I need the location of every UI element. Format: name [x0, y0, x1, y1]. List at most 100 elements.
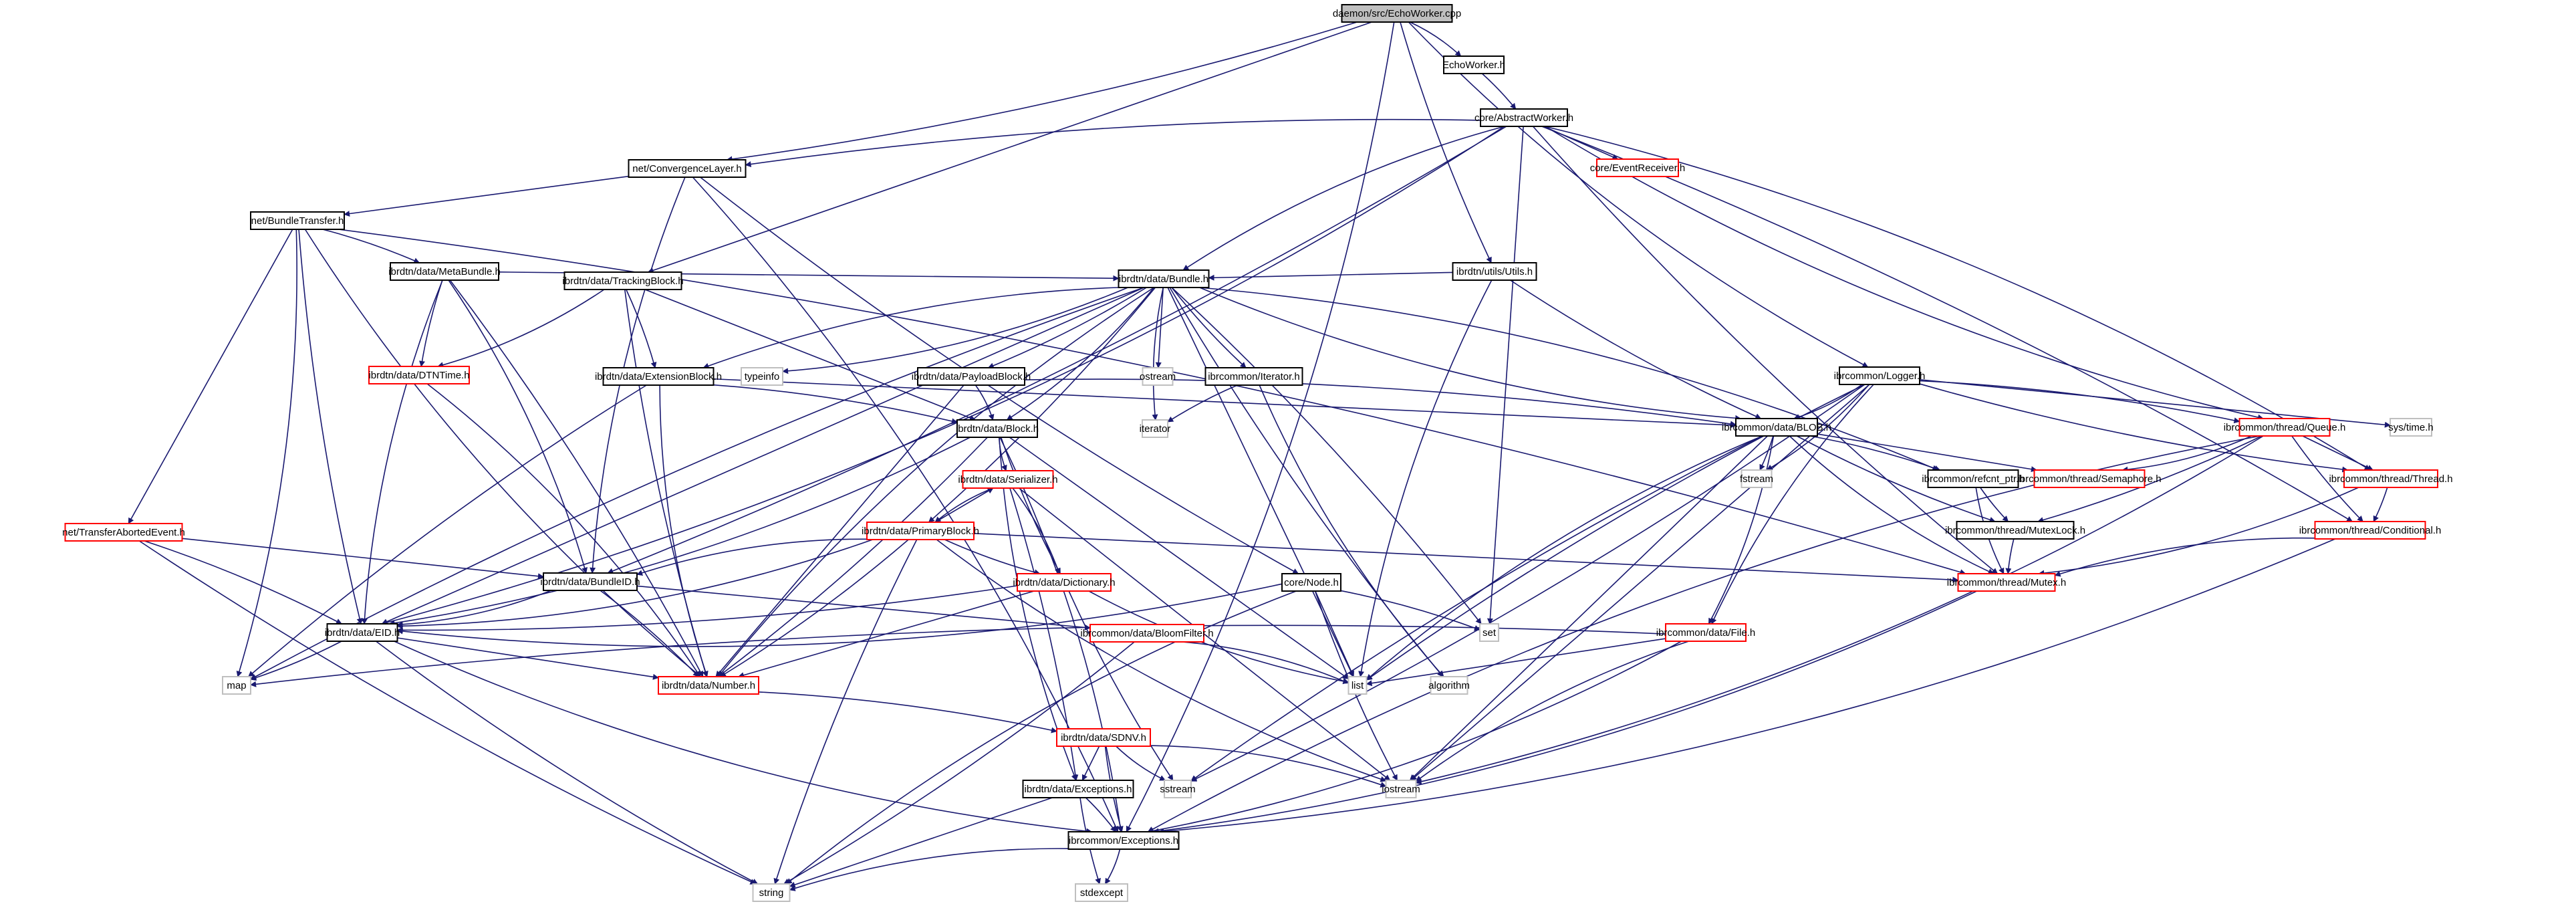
edge-node-to-list: [1315, 590, 1354, 677]
node-label: ibrdtn/data/PayloadBlock.h: [912, 371, 1031, 382]
edge-dictionary-to-sstream: [1068, 590, 1174, 781]
node-box: [956, 419, 1038, 438]
node-bundle[interactable]: ibrdtn/data/Bundle.h: [1118, 269, 1210, 288]
edge-logger-to-blob: [1793, 384, 1863, 420]
node-bloomfilter[interactable]: ibrcommon/data/BloomFilter.h: [1080, 624, 1214, 643]
node-iterator-h[interactable]: ibrcommon/Iterator.h: [1204, 367, 1303, 386]
node-algorithm[interactable]: algorithm: [1428, 676, 1470, 695]
edge-node-to-eid: [396, 583, 1283, 647]
node-file[interactable]: ibrcommon/data/File.h: [1656, 623, 1755, 642]
node-eventreceiver[interactable]: core/EventReceiver.h: [1590, 158, 1686, 177]
node-box: [1596, 158, 1679, 177]
node-echoworker-h[interactable]: EchoWorker.h: [1442, 55, 1505, 74]
node-label: ibrdtn/data/TrackingBlock.h: [562, 275, 683, 287]
node-label: ibrdtn/data/Bundle.h: [1119, 273, 1208, 285]
node-list[interactable]: list: [1347, 676, 1368, 695]
node-map[interactable]: map: [222, 676, 251, 695]
node-blob[interactable]: ibrcommon/data/BLOB.h: [1722, 418, 1831, 437]
node-label: net/ConvergenceLayer.h: [632, 163, 741, 175]
edge-dtntime-to-number: [426, 383, 701, 677]
node-serializer[interactable]: ibrdtn/data/Serializer.h: [958, 470, 1058, 489]
edge-eid-to-string: [375, 641, 759, 885]
node-box: [1164, 780, 1192, 798]
node-label: ibrcommon/thread/Conditional.h: [2299, 525, 2442, 536]
edge-blob-to-semaphore: [1817, 433, 2037, 473]
edge-blob-to-refcnt: [1809, 435, 1941, 471]
node-box: [2314, 521, 2426, 540]
node-dtnexceptions[interactable]: ibrdtn/data/Exceptions.h: [1022, 780, 1134, 798]
node-iostream[interactable]: iostream: [1382, 780, 1420, 798]
node-mutex[interactable]: ibrcommon/thread/Mutex.h: [1947, 573, 2066, 592]
edge-dtnexceptions-to-commonexceptions: [1085, 797, 1117, 832]
node-box: [1480, 108, 1568, 127]
edge-extensionblock-to-blob: [713, 378, 1736, 429]
node-refcnt[interactable]: ibrcommon/refcnt_ptr.h: [1922, 469, 2025, 488]
node-queue[interactable]: ibrcommon/thread/Queue.h: [2224, 418, 2346, 437]
node-label: ibrdtn/data/PrimaryBlock.h: [862, 526, 979, 537]
edge-commonexceptions-to-stdexcept: [1104, 848, 1121, 885]
edge-bundle-to-block: [1006, 287, 1155, 421]
node-conditional[interactable]: ibrcommon/thread/Conditional.h: [2299, 521, 2442, 540]
node-extensionblock[interactable]: ibrdtn/data/ExtensionBlock.h: [595, 367, 722, 386]
node-box: [1347, 676, 1368, 695]
node-logger[interactable]: ibrcommon/Logger.h: [1834, 366, 1926, 385]
node-typeinfo[interactable]: typeinfo: [741, 367, 783, 386]
node-box: [2033, 469, 2146, 488]
node-block[interactable]: ibrdtn/data/Block.h: [956, 419, 1039, 438]
node-thread[interactable]: ibrcommon/thread/Thread.h: [2329, 469, 2453, 488]
node-root[interactable]: daemon/src/EchoWorker.cpp: [1333, 4, 1461, 23]
node-number[interactable]: ibrdtn/data/Number.h: [658, 676, 759, 695]
node-label: sys/time.h: [2388, 422, 2434, 433]
node-commonexceptions[interactable]: ibrcommon/Exceptions.h: [1067, 831, 1180, 850]
node-stdexcept[interactable]: stdexcept: [1075, 883, 1128, 902]
edge-root-to-utils: [1400, 21, 1492, 263]
edge-metabundle-to-bundleid: [448, 279, 588, 574]
node-bundletransfer[interactable]: net/BundleTransfer.h: [250, 211, 345, 230]
node-label: typeinfo: [745, 371, 780, 382]
node-mutexlock[interactable]: ibrcommon/thread/MutexLock.h: [1945, 521, 2085, 540]
node-primaryblock[interactable]: ibrdtn/data/PrimaryBlock.h: [862, 522, 979, 540]
node-box: [1022, 780, 1134, 798]
node-utils[interactable]: ibrdtn/utils/Utils.h: [1452, 262, 1537, 281]
node-dtntime[interactable]: ibrdtn/data/DTNTime.h: [368, 366, 470, 384]
node-iterator[interactable]: iterator: [1140, 419, 1171, 438]
node-payloadblock[interactable]: ibrdtn/data/PayloadBlock.h: [912, 367, 1031, 386]
node-label: ibrdtn/data/Serializer.h: [958, 474, 1057, 485]
node-fstream[interactable]: fstream: [1740, 469, 1773, 488]
node-set[interactable]: set: [1479, 623, 1499, 642]
edge-blob-to-fstream: [1759, 435, 1774, 471]
edge-block-to-list: [1009, 437, 1349, 680]
node-label: ibrdtn/data/MetaBundle.h: [388, 266, 501, 277]
node-label: ibrcommon/thread/Queue.h: [2224, 422, 2346, 433]
edge-block-to-commonexceptions: [999, 437, 1124, 832]
node-eid[interactable]: ibrdtn/data/EID.h: [325, 623, 400, 642]
node-ostream[interactable]: ostream: [1140, 367, 1176, 386]
node-label: ostream: [1140, 371, 1176, 382]
node-convergencelayer[interactable]: net/ConvergenceLayer.h: [628, 159, 747, 178]
node-sstream[interactable]: sstream: [1160, 780, 1196, 798]
node-systime[interactable]: sys/time.h: [2388, 418, 2434, 437]
node-box: [628, 159, 747, 178]
node-string[interactable]: string: [752, 883, 791, 902]
node-dictionary[interactable]: ibrdtn/data/Dictionary.h: [1013, 573, 1116, 592]
node-box: [917, 367, 1025, 386]
node-abstractworker[interactable]: core/AbstractWorker.h: [1474, 108, 1573, 127]
node-trackingblock[interactable]: ibrdtn/data/TrackingBlock.h: [562, 271, 684, 290]
edge-queue-to-mutexlock: [2037, 435, 2263, 524]
node-net-transferaborted[interactable]: net/TransferAbortedEvent.h: [62, 523, 185, 542]
edge-utils-to-blob: [1510, 279, 1762, 419]
node-metabundle[interactable]: ibrdtn/data/MetaBundle.h: [388, 262, 501, 281]
edge-root-to-echoworker_h: [1410, 21, 1462, 57]
node-sdnv[interactable]: ibrdtn/data/SDNV.h: [1056, 728, 1151, 747]
edge-bloomfilter-to-list: [1182, 641, 1349, 684]
node-label: iterator: [1140, 423, 1171, 435]
node-label: ibrdtn/data/EID.h: [325, 627, 400, 639]
node-label: ibrcommon/refcnt_ptr.h: [1922, 473, 2024, 485]
node-node[interactable]: core/Node.h: [1281, 573, 1341, 592]
node-semaphore[interactable]: ibrcommon/thread/Semaphore.h: [2017, 469, 2162, 488]
node-label: fstream: [1740, 473, 1773, 485]
node-bundleid[interactable]: ibrdtn/data/BundleID.h: [540, 572, 640, 591]
edge-convergencelayer-to-node: [700, 177, 1299, 574]
edge-mutexlock-to-mutex: [2005, 538, 2015, 574]
node-label: ibrcommon/data/BloomFilter.h: [1080, 628, 1213, 639]
